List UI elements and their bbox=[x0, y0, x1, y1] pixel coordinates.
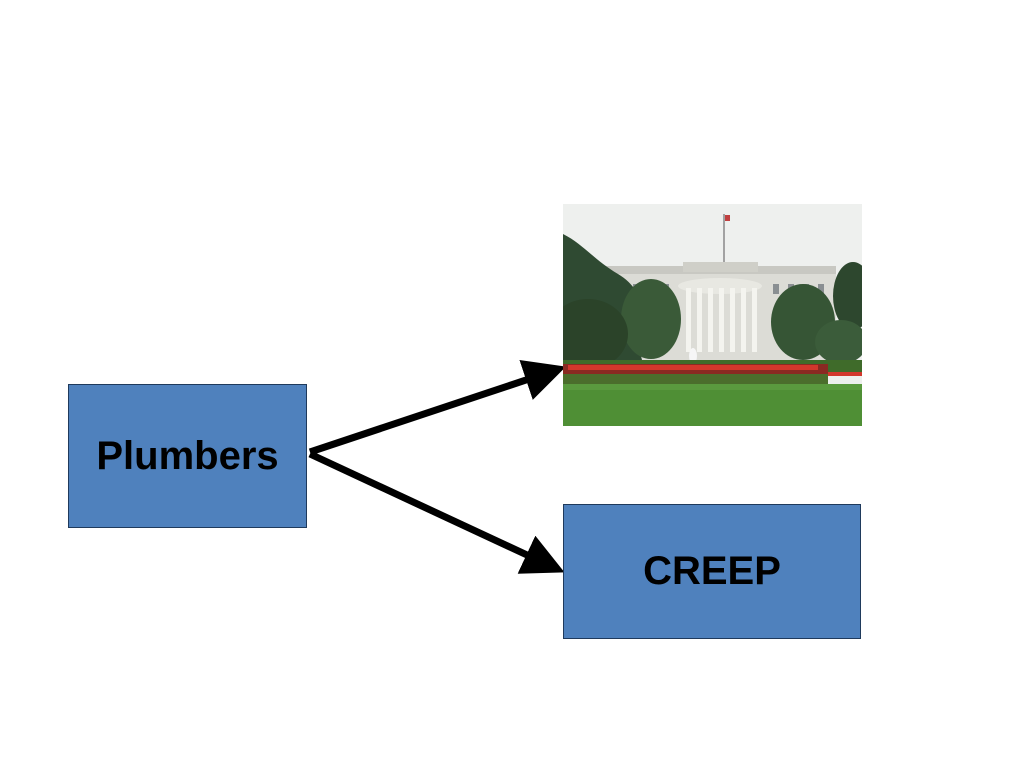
plumbers-label: Plumbers bbox=[96, 433, 279, 478]
creep-label: CREEP bbox=[643, 549, 781, 593]
plumbers-box: Plumbers bbox=[68, 384, 307, 528]
creep-box: CREEP bbox=[563, 504, 861, 639]
arrow-to-creep bbox=[308, 450, 565, 574]
white-house-photo bbox=[563, 204, 862, 426]
arrow-to-white-house bbox=[308, 360, 566, 456]
